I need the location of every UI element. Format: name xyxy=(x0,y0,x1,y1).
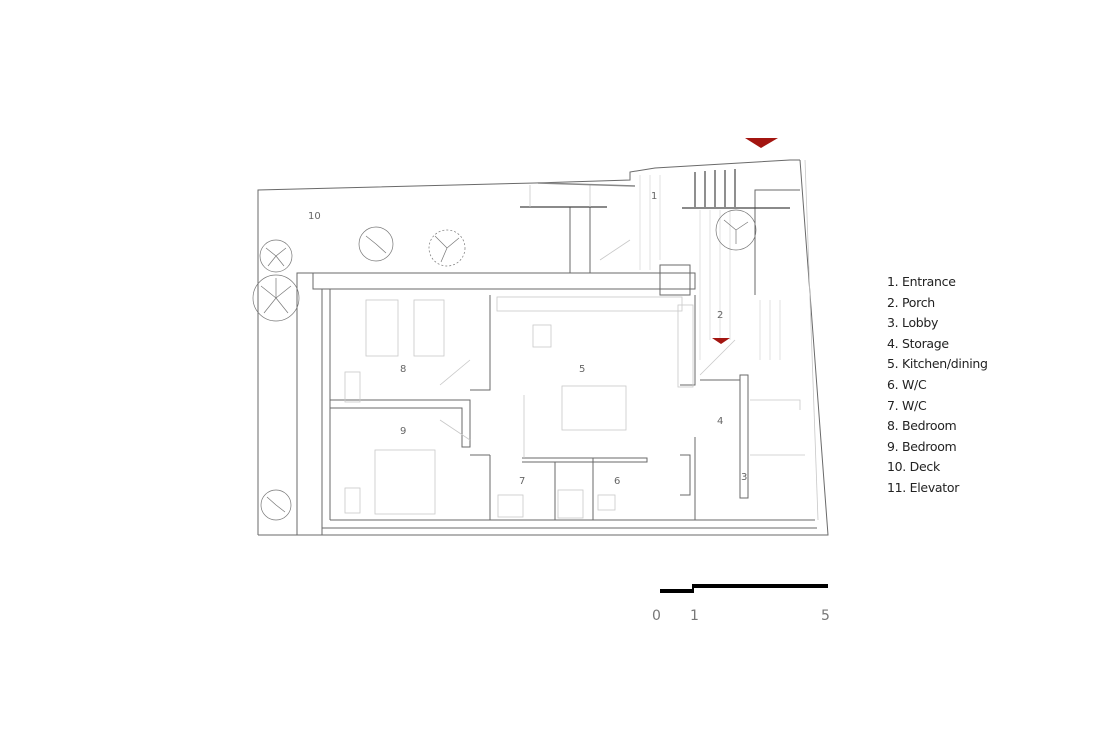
scale-bar xyxy=(660,584,828,593)
scale-label-1: 1 xyxy=(690,608,699,624)
legend-item: 11. Elevator xyxy=(887,479,960,495)
door-entry-marker xyxy=(712,338,730,344)
legend-item: 10. Deck xyxy=(887,459,940,475)
legend-item: 5. Kitchen/dining xyxy=(887,356,988,372)
legend-item: 1. Entrance xyxy=(887,274,956,289)
porch-decking xyxy=(639,169,805,456)
tree-icon xyxy=(260,489,292,521)
scale-label-0: 0 xyxy=(652,608,661,624)
legend-item: 7. W/C xyxy=(887,397,927,413)
deck-boundary xyxy=(257,159,829,536)
legend-item: 9. Bedroom xyxy=(887,438,957,454)
legend-item: 6. W/C xyxy=(887,376,927,392)
room-legend: 1. Entrance 2. Porch 3. Lobby 4. Storage… xyxy=(887,272,988,499)
room-label-4: 4 xyxy=(717,416,723,427)
trees xyxy=(252,209,757,521)
room-label-8: 8 xyxy=(400,364,406,375)
room-label-1: 1 xyxy=(651,191,657,202)
legend-item: 3. Lobby xyxy=(887,315,939,331)
tree-icon xyxy=(259,239,293,273)
room-label-7: 7 xyxy=(519,476,525,487)
legend-item: 4. Storage xyxy=(887,335,949,351)
room-label-9: 9 xyxy=(400,426,406,437)
legend-item: 2. Porch xyxy=(887,294,935,310)
room-label-3: 3 xyxy=(741,472,747,483)
room-label-5: 5 xyxy=(579,364,585,375)
room-label-10: 10 xyxy=(308,211,321,222)
tree-icon xyxy=(715,209,757,251)
exterior-walls xyxy=(296,182,817,535)
scale-label-5: 5 xyxy=(821,608,830,624)
tree-icon xyxy=(428,229,466,267)
interior-walls xyxy=(330,189,800,521)
main-entry-marker xyxy=(745,138,778,148)
furniture xyxy=(344,239,736,519)
room-label-6: 6 xyxy=(614,476,620,487)
tree-icon xyxy=(358,226,394,262)
room-label-2: 2 xyxy=(717,310,723,321)
legend-item: 8. Bedroom xyxy=(887,418,957,434)
tree-icon xyxy=(252,274,300,322)
